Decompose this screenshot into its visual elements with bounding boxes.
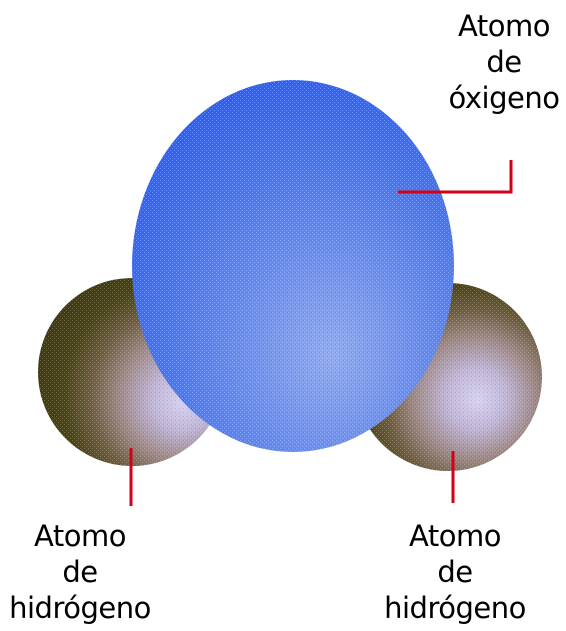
oxygen-atom-label: Atomo de óxigeno [442, 8, 566, 116]
oxygen-leader-line [398, 160, 513, 194]
oxygen-atom [132, 80, 454, 452]
oxygen-label-line-3: óxigeno [448, 81, 560, 115]
hydrogen-right-label: Atomo de hidrógeno [372, 518, 538, 626]
hydrogen-right-label-line-1: Atomo [409, 519, 501, 553]
oxygen-label-line-1: Atomo [458, 9, 550, 43]
hydrogen-left-label-line-1: Atomo [34, 519, 126, 553]
hydrogen-right-label-line-3: hidrógeno [384, 591, 526, 625]
oxygen-label-line-2: de [486, 45, 522, 79]
hydrogen-left-label: Atomo de hidrógeno [0, 518, 160, 626]
hydrogen-left-label-line-3: hidrógeno [9, 591, 151, 625]
hydrogen-left-label-line-2: de [62, 555, 98, 589]
hydrogen-right-label-line-2: de [437, 555, 473, 589]
